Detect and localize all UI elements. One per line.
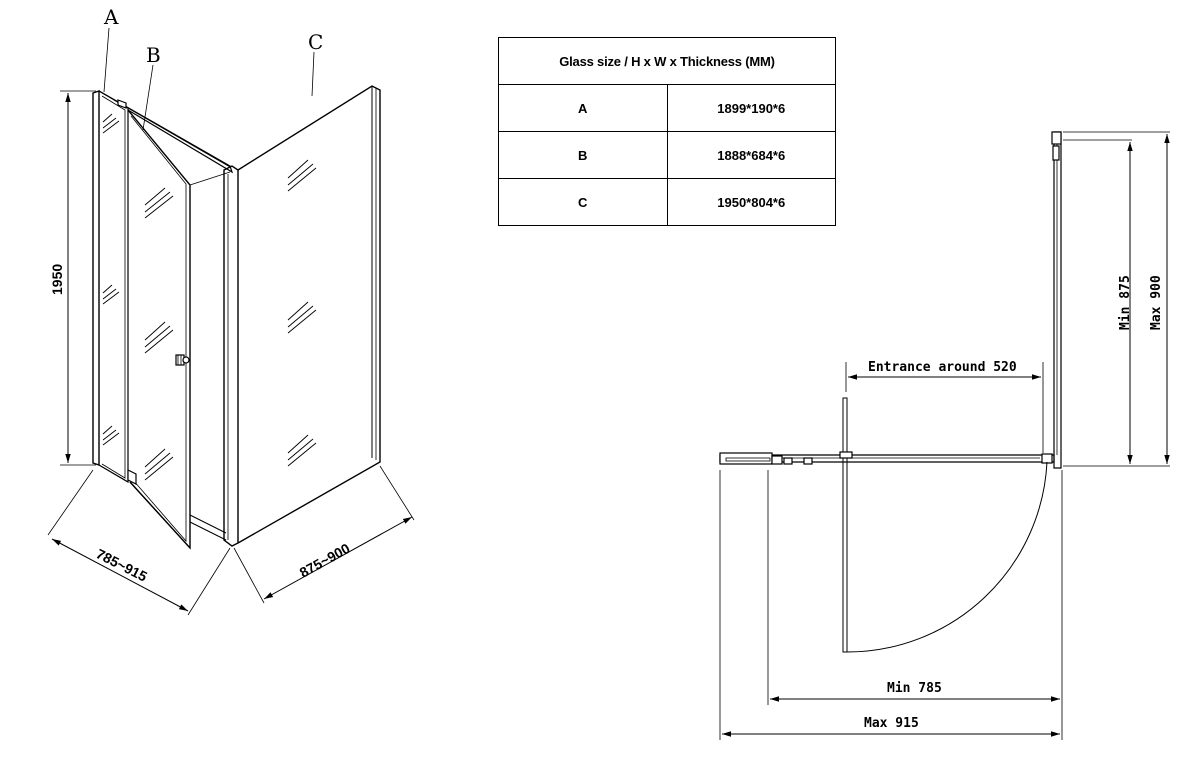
plan-side-panel	[1053, 131, 1062, 469]
min-depth-label: Min 875	[1118, 275, 1133, 330]
glass-size-table: Glass size / H x W x Thickness (MM) A 18…	[498, 37, 836, 226]
plan-view	[719, 131, 1170, 740]
width-dim-right-label: 875~900	[297, 540, 353, 581]
label-a: A	[103, 5, 119, 29]
perspective-view	[47, 27, 415, 616]
min-width-label: Min 785	[887, 681, 942, 696]
corner-post	[223, 165, 239, 547]
max-width-label: Max 915	[864, 716, 919, 731]
plan-door-open	[842, 397, 848, 653]
table-header-row: Glass size / H x W x Thickness (MM)	[498, 37, 836, 85]
entrance-label: Entrance around 520	[868, 360, 1017, 375]
panel-a	[92, 90, 129, 484]
panel-b-door	[127, 109, 191, 550]
table-cell-size: 1899*190*6	[666, 84, 836, 132]
panel-c	[237, 85, 381, 544]
table-cell-size: 1950*804*6	[666, 178, 836, 226]
table-row: A 1899*190*6	[498, 84, 836, 132]
table-row: B 1888*684*6	[498, 131, 836, 179]
top-rail	[98, 90, 234, 174]
table-header: Glass size / H x W x Thickness (MM)	[498, 37, 836, 85]
plan-door-swing	[846, 461, 1048, 653]
label-b: B	[146, 43, 161, 67]
table-cell-panel: B	[498, 131, 668, 179]
table-row: C 1950*804*6	[498, 178, 836, 226]
max-depth-label: Max 900	[1149, 275, 1164, 330]
plan-labels: Entrance around 520 Min 875 Max 900 Min …	[864, 275, 1164, 731]
label-c: C	[308, 30, 323, 54]
table-cell-panel: A	[498, 84, 668, 132]
height-dim-label: 1950	[49, 264, 65, 295]
table-cell-panel: C	[498, 178, 668, 226]
table-cell-size: 1888*684*6	[666, 131, 836, 179]
